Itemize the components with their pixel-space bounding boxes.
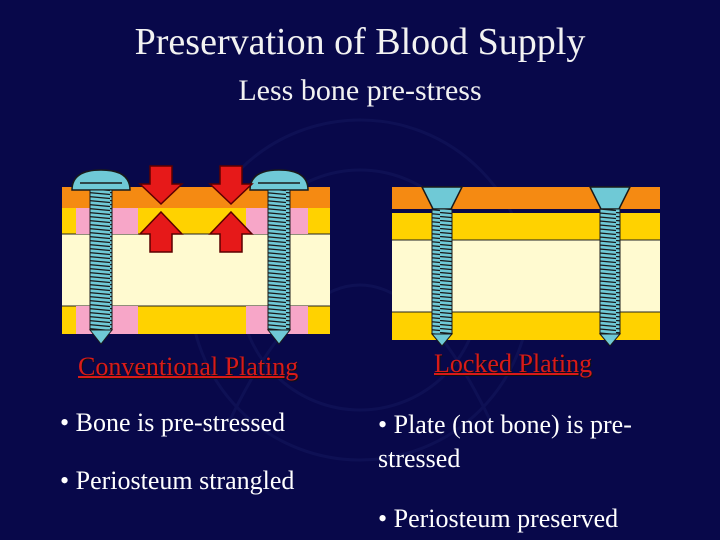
conventional-plating-label: Conventional Plating [78,352,299,381]
compression-arrow-icon [138,210,254,253]
slide-title: Preservation of Blood Supply [134,21,586,63]
locked-plating-label: Locked Plating [434,349,593,378]
conventional-plate [62,187,330,208]
conventional-bullet: • Periosteum strangled [60,466,295,495]
screw-icon [249,169,309,345]
locked-bullet: • Plate (not bone) is pre-stressed [378,410,632,473]
conventional-bullet: • Bone is pre-stressed [60,408,285,437]
screw-icon [420,186,464,347]
screw-icon [588,186,632,347]
screw-icon [71,169,131,345]
compression-arrow-icon [138,165,254,206]
locked-bullet: • Periosteum preserved [378,504,619,533]
slide-subtitle: Less bone pre-stress [238,74,482,107]
